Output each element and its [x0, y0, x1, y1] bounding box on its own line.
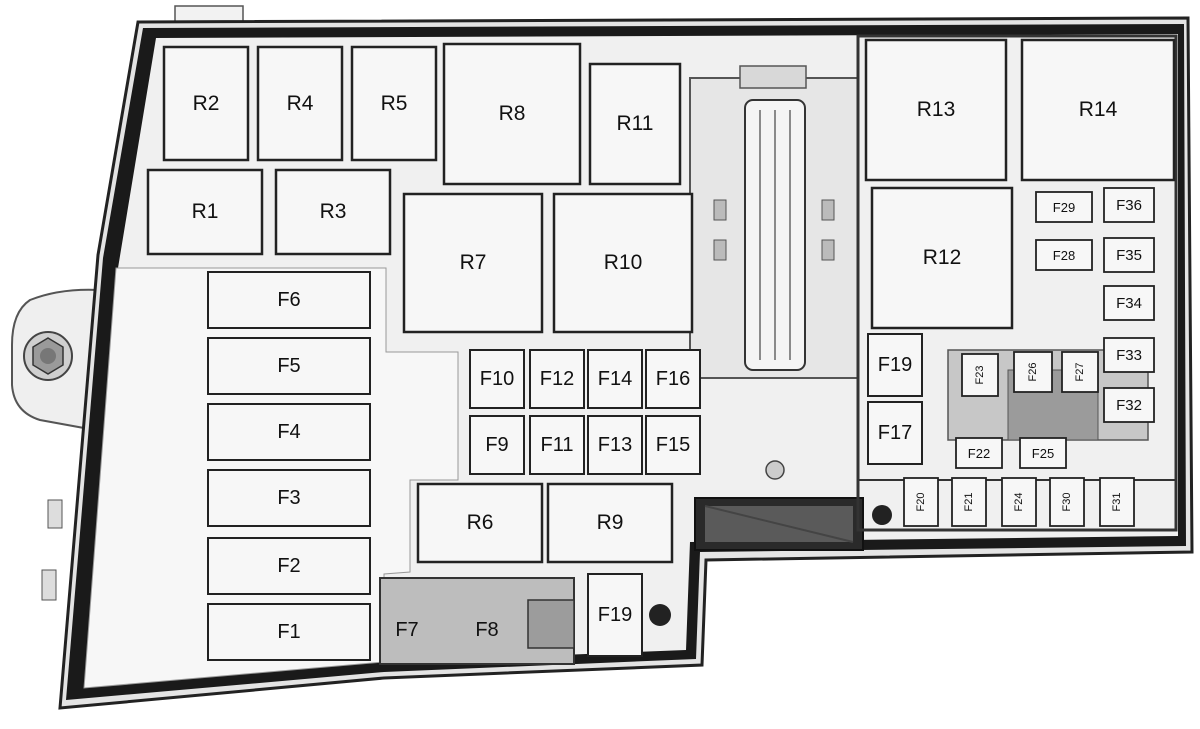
- screw-hole: [649, 604, 671, 626]
- f7-f8-holder: [527, 599, 575, 649]
- relay-r13: [864, 38, 1008, 182]
- relay-r11: [588, 62, 682, 186]
- fuse-f12: [529, 349, 585, 409]
- relay-r1: [146, 168, 264, 256]
- relay-r6: [416, 482, 544, 564]
- fuse-f10: [469, 349, 525, 409]
- fuse-f1: [207, 603, 371, 661]
- side-tab: [47, 499, 63, 529]
- fuse-f20: [903, 477, 939, 527]
- right-section-frame: [856, 34, 1178, 532]
- mounting-bracket: [11, 288, 102, 432]
- relay-r9: [546, 482, 674, 564]
- fuse-f2: [207, 537, 371, 595]
- relay-r8: [442, 42, 582, 186]
- fuse-f21: [951, 477, 987, 527]
- fuse-f25: [1019, 437, 1067, 469]
- fuse-f34: [1103, 285, 1155, 321]
- fuse-f4: [207, 403, 371, 461]
- relay-r4: [256, 45, 344, 162]
- fuse-f15: [645, 415, 701, 475]
- fuse-f28: [1035, 239, 1093, 271]
- center-connector: [689, 65, 859, 379]
- fuse-f32: [1103, 387, 1155, 423]
- relay-r14: [1020, 38, 1176, 182]
- fuse-f35: [1103, 237, 1155, 273]
- screw-hole: [872, 505, 892, 525]
- screw-hole: [765, 460, 785, 480]
- fuse-f23: [961, 353, 999, 397]
- fuse-f16: [645, 349, 701, 409]
- fuse-f36: [1103, 187, 1155, 223]
- relay-r7: [402, 192, 544, 334]
- fuse-f31: [1099, 477, 1135, 527]
- fuse-f11: [529, 415, 585, 475]
- fuse-f27: [1061, 351, 1099, 393]
- fuse-f17: [867, 401, 923, 465]
- fuse-f26: [1013, 351, 1053, 393]
- relay-r3: [274, 168, 392, 256]
- fuse-f33: [1103, 337, 1155, 373]
- relay-r5: [350, 45, 438, 162]
- fuse-f3: [207, 469, 371, 527]
- fuse-f19-right: [867, 333, 923, 397]
- fuse-f9: [469, 415, 525, 475]
- fuse-f29: [1035, 191, 1093, 223]
- fuse-f19-bottom: [587, 573, 643, 657]
- fuse-f30: [1049, 477, 1085, 527]
- fuse-f22: [955, 437, 1003, 469]
- fuse-f14: [587, 349, 643, 409]
- fuse-f5: [207, 337, 371, 395]
- fuse-f6: [207, 271, 371, 329]
- fuse-f13: [587, 415, 643, 475]
- lower-connector: [694, 497, 864, 551]
- relay-r2: [162, 45, 250, 162]
- fuse-f24: [1001, 477, 1037, 527]
- top-tab: [174, 5, 244, 23]
- relay-r10: [552, 192, 694, 334]
- relay-r12: [870, 186, 1014, 330]
- side-tab: [41, 569, 57, 601]
